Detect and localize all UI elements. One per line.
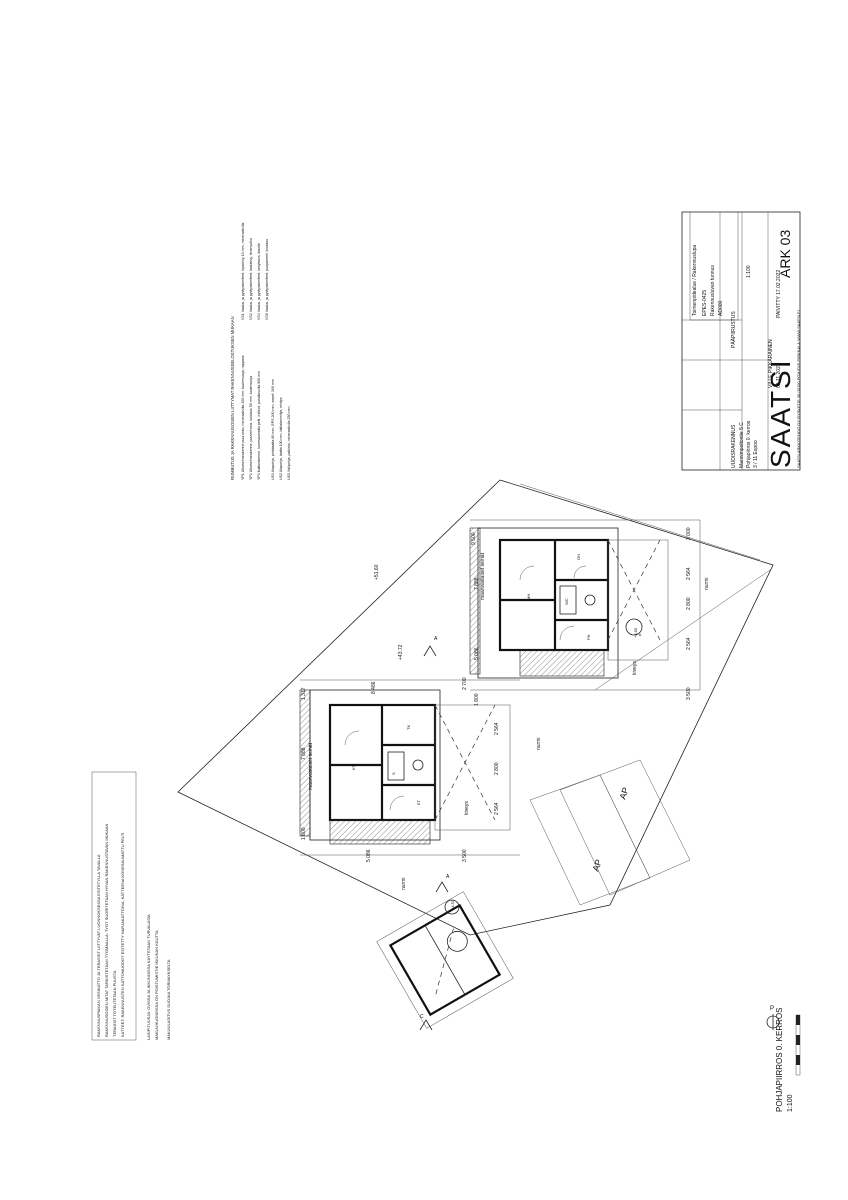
room-label: MH: [526, 594, 531, 600]
notes-header: RUMBUTUS JA RAKENNUSOSIEN LIITTYMAT RAKE…: [230, 316, 235, 480]
section-marker-a: A: [423, 636, 438, 657]
stamp-line-1: Toimenpidealue / Rakennuslupa: [692, 245, 698, 316]
note-line: US1 Alapohja, pintalaatta 80 mm, EPS 200…: [271, 379, 275, 480]
paving-label: kiveys: [632, 661, 638, 675]
caption-title: POHJAPIIRROS 0. KERROS: [775, 1008, 784, 1112]
general-note: RAKENNUSOSIEN MITAT TARKISTETAAN TYOMAAL…: [104, 823, 109, 1037]
elevation-label: +4.60: [633, 627, 638, 638]
elevation-label: +43.72: [398, 644, 404, 660]
retaining-walls-label: maanvastaiset seinät: [308, 742, 314, 790]
drawing-type: PÄÄPIIRUSTUS: [730, 311, 737, 348]
note-line: YP3 Kattorakenne, konesaumattu pelti, ri…: [257, 371, 261, 480]
dimension-label: 2 564: [494, 802, 500, 815]
svg-text:C: C: [420, 1014, 424, 1020]
note-line: YP2 Ulkoseinarakenne, puuverhous, koolau…: [249, 376, 253, 480]
note-line: US3 Valipohja, palkisto, mineraalivilla …: [287, 407, 291, 480]
note-line: VS5 Vaaka- ja pystyrakenteet, puupaneeli…: [265, 239, 269, 320]
room-label: PH: [586, 634, 591, 640]
elevation-label: +4.50: [450, 899, 455, 910]
date-updated: PAIVITTY 17.02.2022: [776, 270, 782, 318]
room-label: OH: [576, 554, 581, 560]
room-label: KT: [351, 764, 356, 770]
date-created: 02.11.2021: [776, 363, 782, 388]
dimension-label: 7 888: [474, 577, 480, 590]
construction-notes: RUMBUTUS JA RAKENNUSOSIEN LIITTYMAT RAKE…: [230, 223, 291, 480]
approval-stamp: [689, 211, 739, 321]
general-note: MAKUULASITUS SUOJAA TORMAYKSELTA: [166, 959, 171, 1040]
scale-label: 1:100: [746, 265, 752, 278]
dimension-label: 3 500: [686, 687, 692, 700]
elevation-marker: [444, 899, 460, 915]
note-line: VS4 Vaaka- ja pystyrakenteet, kevytsora,…: [257, 243, 261, 320]
outbuilding-plan: [376, 891, 514, 1029]
dimension-label: 2 800: [494, 762, 500, 775]
drawing-number: ARK 03: [777, 230, 793, 278]
dimension-label: 5 086: [366, 849, 372, 862]
general-note: KATTEET: RAKENNUSTEN KATTOMUODOT ESITETT…: [120, 833, 125, 1037]
address-line: 3 / 11 Espoo: [753, 440, 759, 468]
building-plan-east: maanvastaiset seinät 1 800 5 086 7 888 9…: [469, 519, 710, 706]
dimension-label: 2 000: [686, 527, 692, 540]
elevation-label: +51.60: [374, 564, 380, 580]
owner-line-1: Mannimpoltontie 5 C: [739, 422, 745, 468]
general-note: LASIPITUUSJA: OVISSA JA IKKUNOISSA KAYTE…: [146, 914, 151, 1040]
dimension-label: 2 564: [686, 637, 692, 650]
lawn-label: nurmi: [536, 737, 542, 750]
owner-line-2: Pohjapiirros 0. kerros: [746, 420, 752, 468]
drawing-caption: POHJAPIIRROS 0. KERROS 1:100: [775, 1008, 794, 1112]
site-boundary: [177, 479, 774, 936]
stamp-line-3: Rakennusluvan tunnus: [710, 265, 716, 316]
dimension-label: 1 800: [301, 827, 307, 840]
room-label: WC: [564, 598, 569, 605]
north-arrow: P: [766, 1006, 780, 1030]
room-label: ET: [416, 799, 421, 805]
paving-label: kiveys: [464, 801, 470, 815]
dimension-label: 2 700: [462, 677, 468, 690]
dimension-label: 5 086: [474, 647, 480, 660]
dimension-label: 1 800: [474, 693, 480, 706]
building-plan-west: maanvastaiset seinät 7 888 1 317 8 486 1…: [299, 677, 542, 890]
north-letter: P: [770, 1006, 774, 1012]
dimension-label: 1 317: [301, 687, 307, 700]
title-block: Toimenpidealue / Rakennuslupa EPES-0425 …: [681, 211, 801, 471]
dimension-label: 9 500: [471, 532, 477, 545]
project-label: UUDISRAKENNUS: [731, 424, 737, 468]
note-line: YP1 Ulkoseinarakenne puurunko, mineraali…: [241, 355, 245, 480]
section-marker-c: C: [419, 1014, 433, 1031]
dimension-label: 3 500: [462, 849, 468, 862]
caption-scale: 1:100: [787, 1094, 794, 1112]
designer-name: VILLE PIKKARAINEN: [768, 339, 774, 388]
note-line: VS2 Vaaka- ja pystyrakenteet, lastulevy,…: [249, 238, 253, 320]
dimension-label: 2 800: [686, 597, 692, 610]
lawn-label: nurmi: [401, 877, 407, 890]
company-footer: SAATSI ARKKITEHDIT OY RYSKETIE 36 00100 …: [796, 310, 801, 468]
stamp-line-4: AD000: [718, 300, 724, 316]
svg-text:A: A: [446, 874, 450, 880]
dimension-label: 7 888: [301, 747, 307, 760]
general-note: TERASSIT TOTEUTETAAN PUUSTA: [112, 970, 117, 1037]
parking-label: AP: [617, 786, 631, 801]
svg-text:A: A: [434, 636, 438, 642]
room-label: TK: [406, 725, 411, 730]
company-logo: SAATSI: [765, 358, 796, 468]
parking-areas: AP AP: [529, 759, 691, 906]
note-line: VS1 Vaaka- ja pystyrakenteet, kipsilevy …: [241, 223, 245, 320]
general-notes: RAKENNUSPAIKAN VESIKATTO JA TERASSIT LII…: [91, 771, 171, 1041]
room-label: S: [391, 772, 396, 775]
dimension-label: 2 564: [494, 722, 500, 735]
note-line: US2 Alapohja, laatta 100 mm, lattialammi…: [279, 397, 283, 480]
general-note: RAKENNUSPAIKAN VESIKATTO JA TERASSIT LII…: [96, 854, 101, 1037]
dimension-label: 2 564: [686, 567, 692, 580]
section-marker-a: A: [435, 874, 450, 893]
lawn-label: nurmi: [704, 577, 710, 590]
dimension-label: 8 486: [371, 681, 377, 694]
general-note: MAKUUHUONEISSA ON POISTUMISTIE IKKUNAN K…: [154, 930, 159, 1040]
scale-bar: [795, 1014, 801, 1076]
parking-label: AP: [590, 858, 604, 873]
stamp-line-2: EPES-0425: [702, 290, 708, 316]
elevation-marker: [625, 618, 643, 636]
retaining-walls-label: maanvastaiset seinät: [480, 552, 486, 600]
